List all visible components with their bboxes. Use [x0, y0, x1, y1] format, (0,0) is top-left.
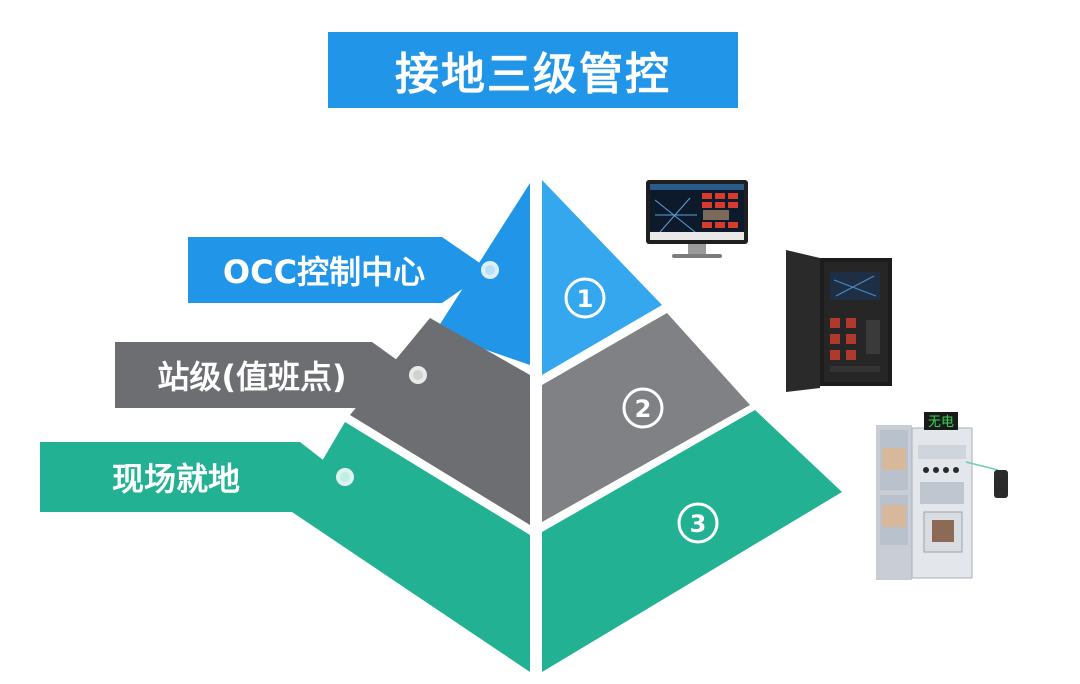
tag-occ-label: OCC控制中心 [223, 253, 425, 291]
tag-station-label: 站级(值班点) [157, 358, 346, 396]
svg-text:2: 2 [635, 395, 652, 423]
tag-station-shape [115, 342, 418, 408]
tier-1-number-badge: 1 [564, 277, 606, 319]
tag-site-label: 现场就地 [112, 460, 240, 498]
tag-occ-shape [188, 237, 490, 303]
cabinet-display-text: 无电 [928, 415, 954, 430]
tier-1-right-face [542, 180, 662, 375]
tier-3-left-face [292, 422, 530, 672]
tag-site-shape [40, 442, 345, 512]
station-cabinet-image [786, 250, 892, 392]
svg-text:1: 1 [577, 285, 594, 313]
tier-3-number-badge: 3 [677, 502, 719, 544]
tier-2-right-face [542, 313, 750, 522]
svg-text:3: 3 [690, 510, 707, 538]
field-cabinet-image: 无电 [876, 412, 1008, 580]
monitor-image [646, 180, 748, 258]
page-title: 接地三级管控 [328, 32, 738, 108]
tier-2-number-badge: 2 [622, 387, 664, 429]
handheld-device-image [994, 470, 1008, 498]
